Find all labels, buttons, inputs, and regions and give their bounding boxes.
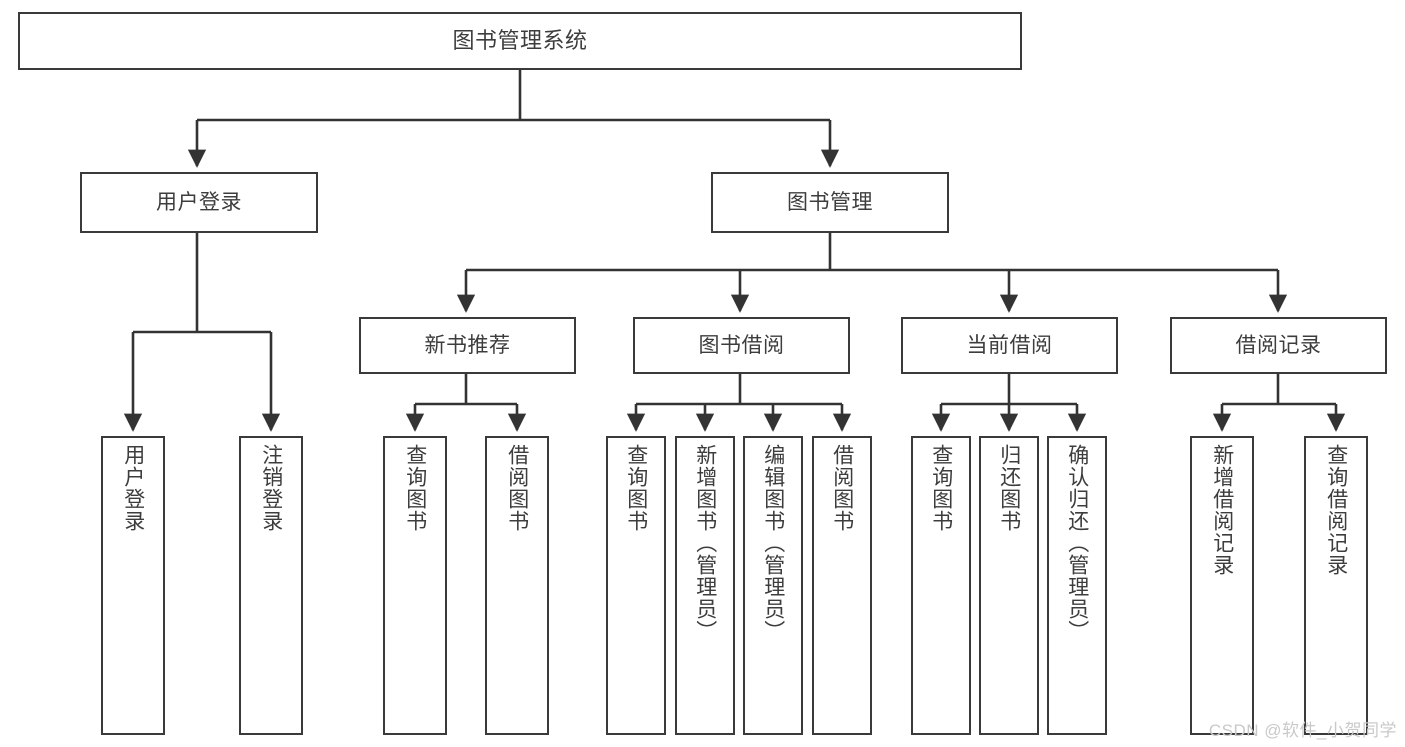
node-leaf-edit-book-label: 编辑图书（管理员）: [761, 444, 785, 642]
node-leaf-logout-login[interactable]: 注销登录: [239, 436, 303, 735]
node-leaf-return-book[interactable]: 归还图书: [979, 436, 1039, 735]
node-leaf-edit-book[interactable]: 编辑图书（管理员）: [743, 436, 803, 735]
node-leaf-query-book-1-label: 查询图书: [403, 444, 427, 532]
node-leaf-query-record[interactable]: 查询借阅记录: [1304, 436, 1368, 735]
node-leaf-add-record-label: 新增借阅记录: [1210, 444, 1234, 576]
node-leaf-logout-login-label: 注销登录: [259, 444, 283, 532]
csdn-watermark: CSDN @软件_小贺同学: [1208, 721, 1397, 740]
node-leaf-add-book-label: 新增图书（管理员）: [693, 444, 717, 642]
node-leaf-query-book-3-label: 查询图书: [929, 444, 953, 532]
node-leaf-query-record-label: 查询借阅记录: [1324, 444, 1348, 576]
node-leaf-confirm-return[interactable]: 确认归还（管理员）: [1047, 436, 1107, 735]
node-leaf-borrow-book-2-label: 借阅图书: [830, 444, 854, 532]
node-leaf-borrow-book-2[interactable]: 借阅图书: [812, 436, 872, 735]
node-current-borrow[interactable]: 当前借阅: [901, 317, 1118, 374]
node-leaf-add-book[interactable]: 新增图书（管理员）: [675, 436, 735, 735]
node-new-book-recommend[interactable]: 新书推荐: [359, 317, 576, 374]
node-current-borrow-label: 当前借阅: [966, 333, 1053, 357]
node-leaf-user-login[interactable]: 用户登录: [101, 436, 165, 735]
node-book-borrow-label: 图书借阅: [698, 333, 785, 357]
node-user-login[interactable]: 用户登录: [80, 172, 318, 233]
node-leaf-add-record[interactable]: 新增借阅记录: [1190, 436, 1254, 735]
node-leaf-borrow-book-1[interactable]: 借阅图书: [485, 436, 549, 735]
node-book-borrow[interactable]: 图书借阅: [633, 317, 850, 374]
node-book-manage[interactable]: 图书管理: [711, 172, 949, 233]
node-borrow-record-label: 借阅记录: [1235, 333, 1322, 357]
node-leaf-query-book-2-label: 查询图书: [624, 444, 648, 532]
node-leaf-return-book-label: 归还图书: [997, 444, 1021, 532]
node-leaf-borrow-book-1-label: 借阅图书: [505, 444, 529, 532]
node-leaf-confirm-return-label: 确认归还（管理员）: [1065, 444, 1089, 642]
node-borrow-record[interactable]: 借阅记录: [1170, 317, 1387, 374]
node-user-login-label: 用户登录: [156, 190, 242, 214]
node-leaf-query-book-1[interactable]: 查询图书: [383, 436, 447, 735]
node-root-system[interactable]: 图书管理系统: [18, 12, 1022, 70]
node-leaf-user-login-label: 用户登录: [121, 444, 145, 532]
node-root-system-label: 图书管理系统: [452, 27, 588, 53]
node-leaf-query-book-2[interactable]: 查询图书: [606, 436, 666, 735]
node-book-manage-label: 图书管理: [787, 190, 873, 214]
node-new-book-recommend-label: 新书推荐: [424, 333, 511, 357]
node-leaf-query-book-3[interactable]: 查询图书: [911, 436, 971, 735]
